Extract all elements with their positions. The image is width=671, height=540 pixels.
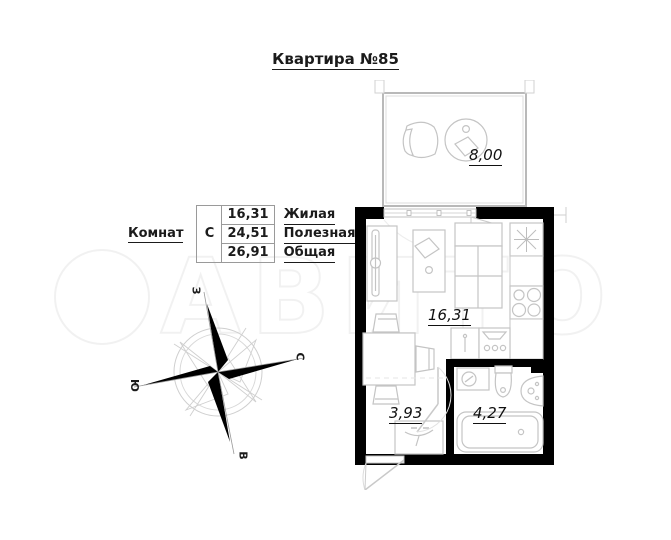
rooms-label: Комнат xyxy=(128,225,184,243)
area-label-hallway: 3,93 xyxy=(389,404,423,424)
area-name-usable: Полезная xyxy=(283,225,356,244)
table-row: 26,91 xyxy=(197,243,275,263)
area-table: С 16,31 24,51 26,91 xyxy=(196,205,275,263)
kitchen-counter-icon xyxy=(509,255,544,287)
toilet-icon xyxy=(494,365,513,398)
area-label-balcony-text: 8,00 xyxy=(469,146,503,166)
apartment-info-block: Комнат С 16,31 24,51 26,91 Жилая Полезна… xyxy=(128,205,356,263)
compass-label-south: В xyxy=(236,451,250,460)
area-name-total: Общая xyxy=(283,244,336,263)
area-label-hallway-text: 3,93 xyxy=(389,404,423,424)
compass-label-west: Ю xyxy=(127,379,141,392)
wash-basin-icon xyxy=(520,375,544,407)
interior-walls xyxy=(446,359,543,465)
main-room-furniture xyxy=(362,222,503,405)
round-table-icon xyxy=(444,118,488,162)
compass-outer-ring xyxy=(173,327,263,417)
area-value-living: 16,31 xyxy=(221,205,275,225)
compass-axis-lines xyxy=(133,291,305,455)
wardrobe-icon xyxy=(366,225,398,302)
hallway-door xyxy=(416,366,452,433)
entrance-door xyxy=(362,455,405,491)
area-names-list: Жилая Полезная Общая xyxy=(283,206,356,263)
page-title: Квартира №85 xyxy=(0,50,671,70)
hall-cabinet-icon xyxy=(394,420,444,455)
floorplan-svg xyxy=(355,79,567,491)
plan-edge-accents xyxy=(374,79,567,223)
apartment-walls xyxy=(355,207,554,465)
armchair-icon xyxy=(402,121,439,159)
dining-table-icon xyxy=(362,313,435,405)
bathtub-icon xyxy=(456,411,544,453)
compass-rose: З С В Ю xyxy=(128,282,308,462)
desk-icon xyxy=(412,229,446,293)
area-label-balcony: 8,00 xyxy=(469,146,503,166)
page-title-text: Квартира №85 xyxy=(272,50,399,70)
area-label-bathroom: 4,27 xyxy=(473,404,507,424)
washing-machine-icon xyxy=(450,327,480,360)
area-name-living: Жилая xyxy=(283,206,336,225)
floorplan-drawing xyxy=(345,79,575,491)
hallway-fixtures xyxy=(362,366,452,491)
area-label-bathroom-text: 4,27 xyxy=(473,404,507,424)
table-row: С 16,31 xyxy=(196,205,275,263)
bathroom-fixtures xyxy=(456,365,544,453)
kitchen-sink-icon xyxy=(478,327,511,360)
compass-graphic xyxy=(133,291,305,455)
fridge-icon xyxy=(509,222,544,257)
compass-label-east: С xyxy=(293,352,307,361)
rooms-count-cell: С xyxy=(196,205,223,263)
balcony-room xyxy=(382,92,527,207)
bathroom-cabinet-icon xyxy=(456,367,490,391)
area-label-main-room: 16,31 xyxy=(428,306,471,326)
kitchen-counter-lower-icon xyxy=(509,318,544,360)
stove-icon xyxy=(509,285,544,320)
area-value-usable: 24,51 xyxy=(221,224,275,244)
sofa-icon xyxy=(454,222,503,309)
area-label-main-room-text: 16,31 xyxy=(428,306,471,326)
compass-major-points xyxy=(140,304,298,442)
area-value-total: 26,91 xyxy=(221,243,275,263)
compass-label-north: З xyxy=(189,286,203,295)
